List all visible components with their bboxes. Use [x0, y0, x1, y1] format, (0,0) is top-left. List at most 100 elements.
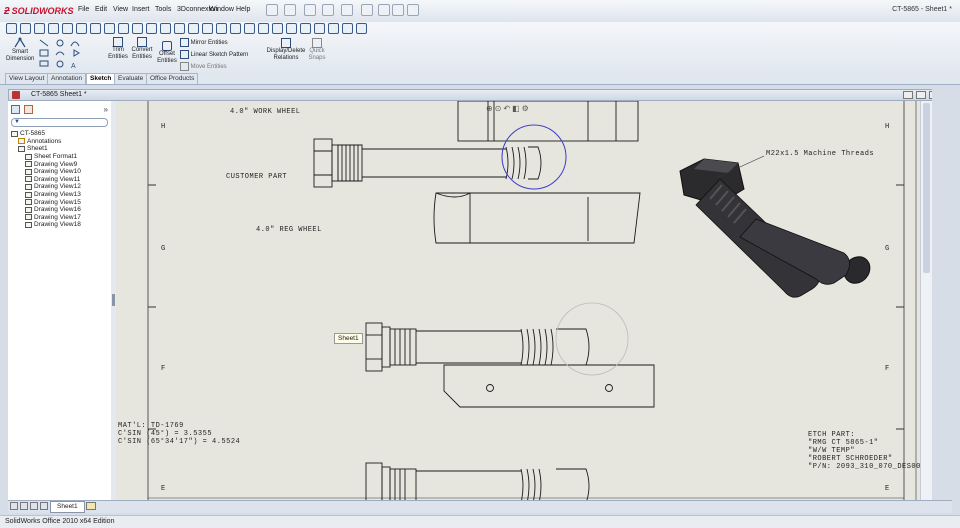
circle-icon[interactable] — [48, 23, 59, 34]
layer-icon[interactable] — [342, 23, 353, 34]
property-manager-tab-icon[interactable] — [24, 105, 33, 114]
previous-view-icon[interactable]: ↶ — [503, 104, 511, 113]
tree-root[interactable]: CT-5865 — [11, 130, 109, 138]
grid-icon[interactable] — [300, 23, 311, 34]
rebuild-icon[interactable] — [378, 4, 390, 16]
next-sheet-icon[interactable] — [30, 502, 38, 510]
plane-icon[interactable] — [160, 23, 171, 34]
label-reg-wheel[interactable]: 4.0" REG WHEEL — [256, 226, 322, 234]
expand-panel-icon[interactable]: » — [103, 105, 108, 114]
quick-snaps-button[interactable]: Quick Snaps — [304, 38, 330, 62]
open-folder-icon[interactable] — [284, 4, 296, 16]
mirror-icon[interactable] — [202, 23, 213, 34]
menu-3dconnexion[interactable]: 3Dconnexion — [177, 6, 218, 13]
move-entities-button[interactable]: Move Entities — [180, 62, 227, 71]
minimize-icon[interactable] — [903, 91, 913, 99]
tree-item-drawing-view11[interactable]: Drawing View11 — [11, 176, 109, 184]
drawing-sheet[interactable]: ⊕ ⊙ ↶ ◧ ⚙ H G F E H G F E 4.0" WORK WHEE… — [116, 101, 920, 500]
relation-icon[interactable] — [188, 23, 199, 34]
panel-splitter[interactable] — [111, 101, 116, 500]
options-icon[interactable] — [407, 4, 419, 16]
pattern-icon[interactable] — [216, 23, 227, 34]
menu-edit[interactable]: Edit — [95, 6, 108, 13]
offset-icon[interactable] — [230, 23, 241, 34]
tree-item-drawing-view16[interactable]: Drawing View16 — [11, 206, 109, 214]
smart-dimension-button[interactable]: Smart Dimension — [6, 37, 34, 63]
sketch-icon[interactable] — [6, 23, 17, 34]
construction-icon[interactable] — [286, 23, 297, 34]
undo-icon[interactable] — [341, 4, 353, 16]
fillet-icon[interactable] — [118, 23, 129, 34]
select-icon[interactable] — [361, 4, 373, 16]
tree-item-drawing-view17[interactable]: Drawing View17 — [11, 214, 109, 222]
linear-sketch-pattern-button[interactable]: Linear Sketch Pattern — [180, 50, 248, 59]
menu-insert[interactable]: Insert — [132, 6, 150, 13]
vertical-scrollbar[interactable] — [920, 101, 933, 500]
mirror-entities-button[interactable]: Mirror Entities — [180, 38, 228, 47]
solidworks-logo[interactable]: ƻ SOLIDWORKS — [4, 3, 74, 19]
convert-entities-button[interactable]: Convert Entities — [128, 37, 156, 61]
tree-item-drawing-view9[interactable]: Drawing View9 — [11, 160, 109, 168]
tree-item-drawing-view10[interactable]: Drawing View10 — [11, 168, 109, 176]
tab-office-products[interactable]: Office Products — [146, 73, 199, 84]
restore-icon[interactable] — [916, 91, 926, 99]
menu-tools[interactable]: Tools — [155, 6, 172, 13]
add-sheet-icon[interactable] — [86, 502, 96, 510]
menu-window[interactable]: Window — [209, 6, 234, 13]
line-icon[interactable] — [20, 23, 31, 34]
tree-item-drawing-view13[interactable]: Drawing View13 — [11, 191, 109, 199]
border-letter-f-right: F — [885, 365, 890, 373]
display-style-icon[interactable]: ◧ — [512, 104, 520, 113]
tab-evaluate[interactable]: Evaluate — [114, 73, 148, 84]
file-properties-icon[interactable] — [392, 4, 404, 16]
menu-file[interactable]: File — [78, 6, 90, 13]
etch-notes[interactable]: ETCH PART: "RMG CT 5865-1" "W/W TEMP" "R… — [808, 431, 920, 471]
split-icon[interactable] — [272, 23, 283, 34]
color-icon[interactable] — [356, 23, 367, 34]
centerline-icon[interactable] — [104, 23, 115, 34]
extend-icon[interactable] — [258, 23, 269, 34]
scrollbar-thumb[interactable] — [923, 103, 930, 273]
first-sheet-icon[interactable] — [10, 502, 18, 510]
trim-entities-button[interactable]: Trim Entities — [104, 37, 132, 61]
chamfer-icon[interactable] — [132, 23, 143, 34]
rectangle-icon[interactable] — [34, 23, 45, 34]
save-icon[interactable] — [304, 4, 316, 16]
prev-sheet-icon[interactable] — [20, 502, 28, 510]
dimension-icon[interactable] — [174, 23, 185, 34]
tree-item-drawing-view15[interactable]: Drawing View15 — [11, 198, 109, 206]
tab-view-layout[interactable]: View Layout — [5, 73, 49, 84]
tree-item-sheet-format1[interactable]: Sheet Format1 — [11, 153, 109, 161]
tree-item-drawing-view12[interactable]: Drawing View12 — [11, 183, 109, 191]
filter-input[interactable]: ▼ — [11, 118, 108, 127]
menu-help[interactable]: Help — [236, 6, 251, 13]
arc-icon[interactable] — [62, 23, 73, 34]
print-icon[interactable] — [322, 4, 334, 16]
feature-manager-tab-icon[interactable] — [11, 105, 20, 114]
label-customer-part[interactable]: CUSTOMER PART — [226, 173, 288, 181]
rapid-sketch-icon[interactable] — [328, 23, 339, 34]
spline-icon[interactable] — [76, 23, 87, 34]
new-document-icon[interactable] — [266, 4, 278, 16]
zoom-to-fit-icon[interactable]: ⊕ — [486, 104, 493, 113]
tree-item-annotations[interactable]: Annotations — [11, 138, 109, 146]
tab-annotation[interactable]: Annotation — [47, 73, 87, 84]
menu-view[interactable]: View — [113, 6, 129, 13]
zoom-to-area-icon[interactable]: ⊙ — [494, 104, 502, 113]
tree-item-sheet1[interactable]: Sheet1 — [11, 145, 109, 153]
snap-icon[interactable] — [314, 23, 325, 34]
last-sheet-icon[interactable] — [40, 502, 48, 510]
offset-entities-button[interactable]: Offset Entities — [154, 41, 180, 65]
label-work-wheel[interactable]: 4.0" WORK WHEEL — [230, 108, 301, 116]
splitter-handle[interactable] — [112, 294, 115, 306]
tree-item-drawing-view18[interactable]: Drawing View18 — [11, 221, 109, 229]
sheet-tab[interactable]: Sheet1 — [50, 501, 85, 513]
tab-sketch[interactable]: Sketch — [86, 73, 116, 84]
label-thread[interactable]: M22x1.5 Machine Threads — [766, 150, 875, 158]
text-icon[interactable] — [146, 23, 157, 34]
point-icon[interactable] — [90, 23, 101, 34]
display-delete-relations-button[interactable]: Display/Delete Relations — [266, 38, 306, 62]
view-settings-icon[interactable]: ⚙ — [521, 104, 529, 113]
material-notes[interactable]: MAT'L: TD-1769 C'SIN (45°) = 3.5355 C'SI… — [118, 422, 240, 446]
trim-icon[interactable] — [244, 23, 255, 34]
